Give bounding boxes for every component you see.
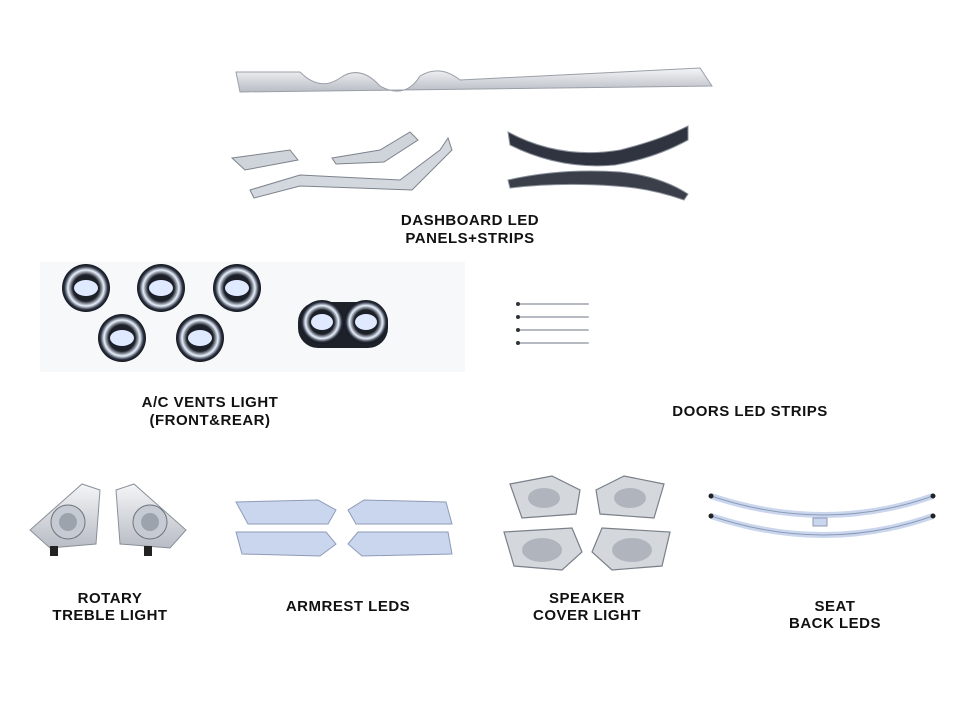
vents-section: A/C VENTS LIGHT (FRONT&REAR)	[40, 262, 465, 432]
vents-image	[40, 262, 465, 372]
vent-icon	[62, 264, 110, 312]
vents-label-line2: (FRONT&REAR)	[149, 412, 271, 429]
vent-icon	[176, 314, 224, 362]
rotary-section: ROTARY TREBLE LIGHT	[20, 478, 200, 628]
armrest-section: ARMREST LEDS	[228, 490, 468, 620]
seat-section: SEAT BACK LEDS	[705, 488, 945, 632]
speaker-cover-image	[503, 475, 671, 571]
armrest-label: ARMREST LEDS	[285, 598, 411, 615]
doors-strips-image	[516, 302, 927, 345]
speaker-label-line2: COVER LIGHT	[532, 607, 641, 624]
armrest-leds-image	[235, 499, 453, 557]
doors-label: DOORS LED STRIPS	[672, 403, 828, 420]
rotary-label-line1: ROTARY	[77, 590, 143, 607]
vents-label-line1: A/C VENTS LIGHT	[141, 394, 279, 411]
speaker-section: SPEAKER COVER LIGHT	[492, 466, 682, 626]
dashboard-panel-image	[230, 67, 714, 201]
rear-vent-icon	[298, 300, 388, 348]
dashboard-label-line1: DASHBOARD LED	[400, 212, 540, 229]
dashboard-section: DASHBOARD LED PANELS+STRIPS	[0, 0, 960, 250]
doors-section: DOORS LED STRIPS	[500, 290, 940, 430]
vent-icon	[213, 264, 261, 312]
rotary-treble-image	[29, 483, 187, 556]
rotary-label-line2: TREBLE LIGHT	[52, 607, 168, 624]
seat-label-line2: BACK LEDS	[788, 615, 881, 632]
dashboard-label-line2: PANELS+STRIPS	[405, 230, 535, 247]
speaker-label-line1: SPEAKER	[548, 590, 626, 607]
seat-back-leds-image	[708, 493, 936, 538]
vent-icon	[98, 314, 146, 362]
seat-label-line1: SEAT	[814, 598, 856, 615]
vent-icon	[137, 264, 185, 312]
